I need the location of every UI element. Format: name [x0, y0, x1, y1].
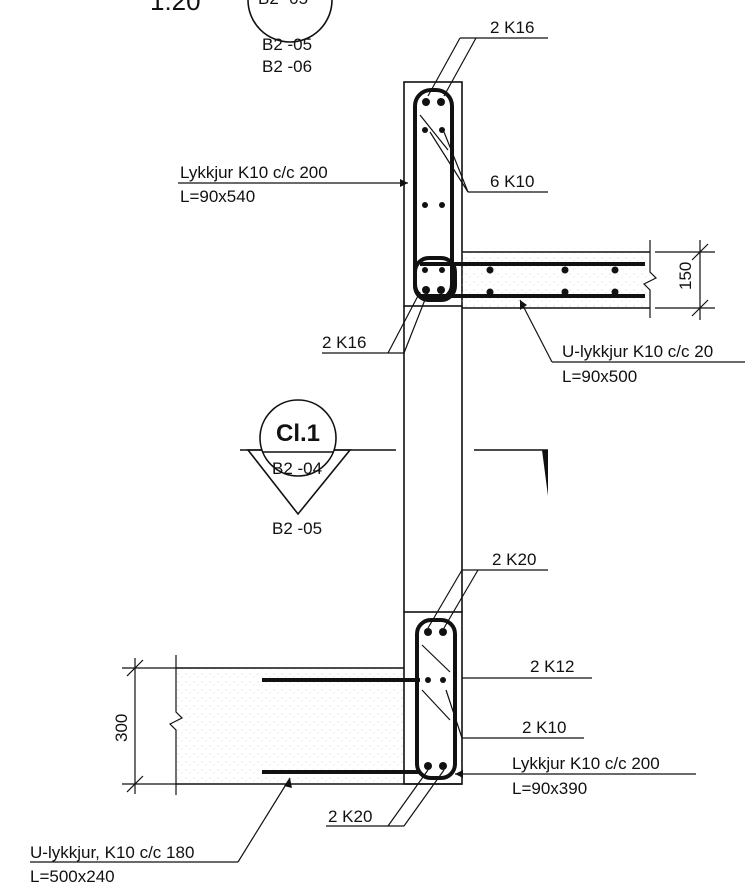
top-section-circle [247, 0, 333, 43]
footing [168, 655, 462, 795]
label-side-bars: 6 K10 [490, 172, 534, 191]
annotation-side-bars: 6 K10 [429, 131, 548, 193]
annotation-top-bars: 2 K16 [427, 18, 548, 97]
label-footing-u-bars: U-lykkjur, K10 c/c 180 [30, 843, 194, 862]
section-sheet: B2 -04 [272, 459, 322, 478]
footing-dimension-text: 300 [112, 714, 131, 742]
slab-dimension: 150 [655, 240, 715, 320]
label-footing-k12: 2 K12 [530, 657, 574, 676]
label-bottom-bars-top: 2 K16 [322, 333, 366, 352]
section-title: Cl.1 [276, 420, 320, 447]
annotation-footing-stirrup: Lykkjur K10 c/c 200 L=90x390 [455, 754, 696, 798]
label-top-bars: 2 K16 [490, 18, 534, 37]
label-slab-u-bars-len: L=90x500 [562, 367, 637, 386]
label-footing-top-bars: 2 K20 [492, 550, 536, 569]
annotation-footing-u-bars: U-lykkjur, K10 c/c 180 L=500x240 [30, 777, 292, 886]
label-slab-u-bars: U-lykkjur K10 c/c 20 [562, 342, 713, 361]
annotation-wall-stirrup: Lykkjur K10 c/c 200 L=90x540 [178, 163, 408, 206]
annotation-footing-k10: 2 K10 [445, 689, 584, 739]
label-footing-k10: 2 K10 [522, 718, 566, 737]
label-footing-stirrup: Lykkjur K10 c/c 200 [512, 754, 660, 773]
section-ref-below: B2 -05 [272, 519, 322, 538]
annotation-footing-bottom-bars: 2 K20 [326, 769, 445, 827]
top-section-circle-ref: B2 -05 [258, 0, 308, 8]
label-footing-bottom-bars: 2 K20 [328, 807, 372, 826]
annotation-slab-u-bars: U-lykkjur K10 c/c 20 L=90x500 [519, 299, 745, 386]
wall-top-stirrup [413, 88, 457, 302]
annotation-bottom-bars-top: 2 K16 [322, 291, 429, 354]
label-footing-u-bars-len: L=500x240 [30, 867, 115, 886]
annotation-footing-k12: 2 K12 [462, 657, 592, 679]
section-marker: Cl.1 B2 -04 B2 -05 [240, 399, 548, 538]
top-ref-1: B2 -05 [262, 35, 312, 54]
label-wall-stirrup: Lykkjur K10 c/c 200 [180, 163, 328, 182]
scale-label: 1:20 [150, 0, 201, 16]
slab [420, 240, 658, 318]
footing-stirrup [415, 618, 457, 780]
top-ref-2: B2 -06 [262, 57, 312, 76]
footing-dimension: 300 [112, 658, 176, 794]
annotation-footing-top-bars: 2 K20 [427, 550, 548, 629]
label-footing-stirrup-len: L=90x390 [512, 779, 587, 798]
label-wall-stirrup-len: L=90x540 [180, 187, 255, 206]
slab-dimension-text: 150 [676, 262, 695, 290]
